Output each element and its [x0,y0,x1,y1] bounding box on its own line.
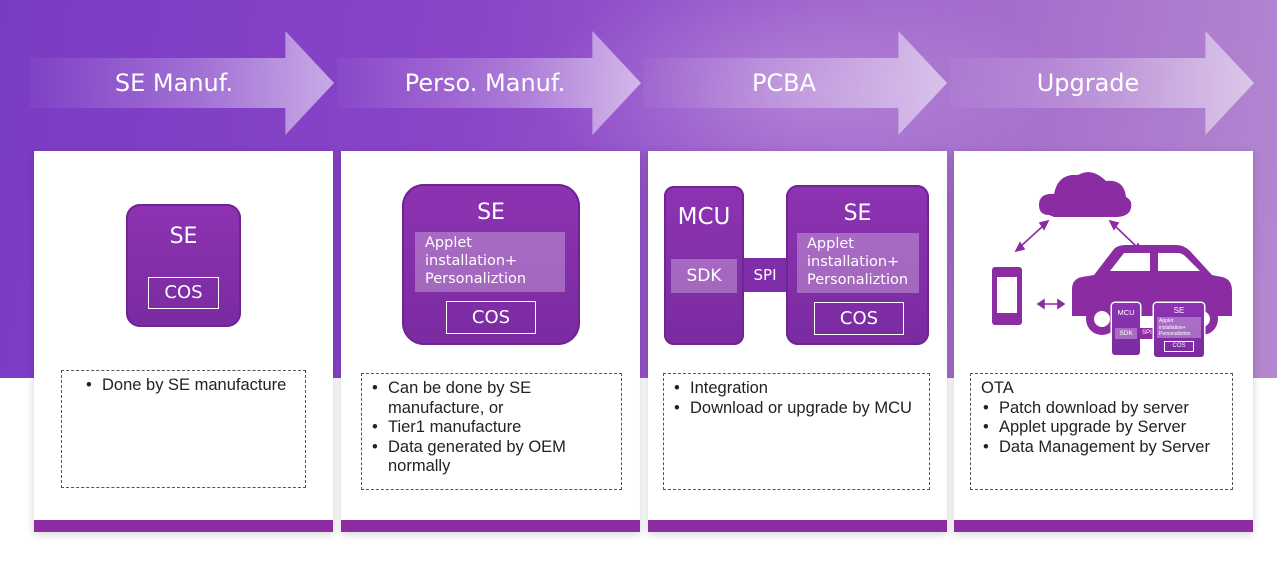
notes-header: OTA [981,379,1014,397]
cloud-icon [1039,172,1132,217]
applet-line: installation+ [807,254,900,270]
se-chip: SE Applet installation+ Personaliztion C… [786,185,929,345]
panel-accent-bar [648,520,947,532]
cos-box: COS [814,302,904,335]
car-applet-label: Applet installation+ Personaliztion [1157,317,1201,338]
stage-label-pcba: PCBA [751,69,817,97]
applet-box: Applet installation+ Personaliztion [415,232,565,292]
notes-box: Done by SE manufacture [61,370,306,488]
car-icon [1072,245,1232,335]
mcu-chip: MCU SDK [664,186,744,345]
se-chip: SE COS [126,204,241,327]
se-chip-title: SE [477,200,505,225]
se-chip-title: SE [169,224,198,249]
ota-diagram [992,172,1232,335]
applet-line: Personaliztion [807,272,909,288]
panel-accent-bar [954,520,1253,532]
panel-accent-bar [34,520,333,532]
car-mcu-label: MCU [1117,308,1135,317]
applet-line: installation+ [425,253,518,269]
note-item: Integration [674,379,921,399]
note-item: Download or upgrade by MCU [674,399,921,419]
panel-perso-manuf: SE Applet installation+ Personaliztion C… [341,151,640,532]
stage-label-se-manuf: SE Manuf. [114,69,234,97]
double-arrow-icon [1108,219,1144,254]
stage-label-perso-manuf: Perso. Manuf. [404,69,566,97]
panel-accent-bar [341,520,640,532]
notes-box: OTA Patch download by server Applet upgr… [970,373,1233,490]
sdk-box: SDK [671,259,737,293]
applet-line: Applet [425,235,472,251]
applet-line: Personaliztion [425,271,527,287]
double-arrow-icon [1036,298,1066,310]
car-spi-label: SPI [1140,328,1154,339]
notes-box: Integration Download or upgrade by MCU [663,373,930,490]
applet-box: Applet installation+ Personaliztion [797,233,919,293]
note-item: Data Management by Server [983,438,1224,458]
cos-box: COS [446,301,536,334]
applet-line: Applet [807,236,854,252]
note-item: Data generated by OEM normally [372,438,613,477]
note-item: Can be done by SE manufacture, or [372,379,613,418]
panel-upgrade: MCU SDK SPI SE Applet installation+ Pers… [954,151,1253,532]
car-se-chip: SE Applet installation+ Personaliztion C… [1154,303,1204,357]
mcu-chip-title: MCU [677,204,731,230]
notes-box: Can be done by SE manufacture, or Tier1 … [361,373,622,490]
note-item: Patch download by server [983,399,1224,419]
double-arrow-icon [1014,219,1050,253]
car-cos-label: COS [1164,341,1194,352]
se-chip-title: SE [843,201,872,226]
stage-label-upgrade: Upgrade [1036,69,1140,97]
note-item: Done by SE manufacture [86,376,297,396]
spi-link: SPI [744,258,786,292]
note-item: Applet upgrade by Server [983,418,1224,438]
car-sdk-label: SDK [1115,328,1137,339]
se-chip: SE Applet installation+ Personaliztion C… [402,184,580,345]
car-mcu-chip: MCU SDK [1112,303,1140,355]
panel-pcba: MCU SDK SPI SE Applet installation+ Pers… [648,151,947,532]
cos-box: COS [148,277,219,309]
phone-icon [992,267,1022,325]
note-item: Tier1 manufacture [372,418,613,438]
panel-se-manuf: SE COS Done by SE manufacture [34,151,333,532]
car-se-label: SE [1173,306,1185,315]
